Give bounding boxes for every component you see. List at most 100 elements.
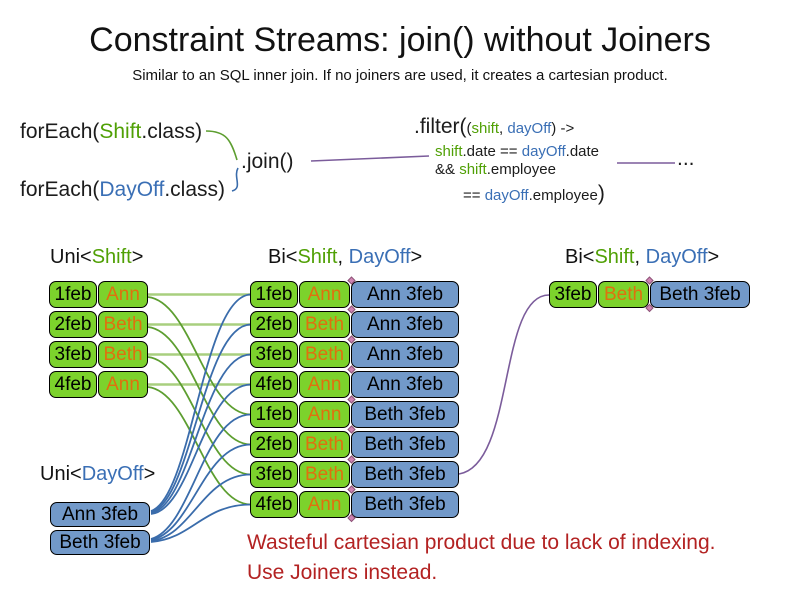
- dayoff-line: [150, 293, 252, 512]
- dayoff-line: [150, 383, 252, 515]
- code-text: .class): [141, 120, 203, 143]
- label-uni-shift: Uni<Shift>: [50, 246, 143, 269]
- pair-date-cell: 4feb: [250, 371, 298, 398]
- shift-date-cell: 1feb: [49, 281, 97, 308]
- pair-employee-cell: Beth: [299, 461, 350, 488]
- pair-dayoff-cell: Beth 3feb: [351, 401, 459, 428]
- pair-date-cell: 4feb: [250, 491, 298, 518]
- label-text: >: [707, 246, 720, 268]
- code-shift-arg: shift: [471, 120, 500, 137]
- shift-employee-cell: Beth: [98, 341, 148, 368]
- dayoff-curve-lines: [150, 293, 252, 543]
- dayoff-cell: Beth 3feb: [50, 530, 150, 555]
- pair-employee-cell: Ann: [299, 401, 350, 428]
- shift-employee-cell: Ann: [98, 371, 148, 398]
- result-dayoff-cell: Beth 3feb: [650, 281, 750, 308]
- code-filter-line2: shift.date == dayOff.date: [435, 143, 599, 160]
- result-date-cell: 3feb: [549, 281, 597, 308]
- shift-employee-cell: Ann: [98, 281, 148, 308]
- code-shift-arg: shift: [435, 143, 463, 160]
- dayoff-line: [150, 353, 252, 514]
- label-text: ,: [337, 246, 349, 268]
- join-connector-lines: [205, 130, 239, 192]
- page-title: Constraint Streams: join() without Joine…: [89, 21, 711, 59]
- pair-date-cell: 2feb: [250, 431, 298, 458]
- label-shift: Shift: [91, 246, 132, 268]
- code-filter-line1: .filter((shift, dayOff) ->: [414, 115, 574, 139]
- shift-curve-lines: [147, 296, 252, 506]
- code-foreach-shift: forEach(Shift.class): [20, 120, 202, 144]
- dayoff-line: [150, 443, 252, 541]
- pair-to-result-line: [458, 294, 550, 475]
- pair-dayoff-cell: Beth 3feb: [351, 461, 459, 488]
- dayoff-to-join-line: [231, 167, 239, 192]
- join-to-filter-line: [310, 155, 430, 162]
- pair-dayoff-cell: Ann 3feb: [351, 281, 459, 308]
- label-text: >: [131, 246, 144, 268]
- dayoff-line: [150, 473, 252, 542]
- code-filter-line4: == dayOff.employee): [463, 182, 605, 206]
- shift-straight-lines: [148, 293, 251, 386]
- pair-date-cell: 3feb: [250, 461, 298, 488]
- pair-date-cell: 1feb: [250, 401, 298, 428]
- code-text: ==: [463, 187, 485, 204]
- code-text: .date ==: [462, 143, 522, 160]
- code-dayoff-arg: dayOff: [521, 143, 566, 160]
- pair-employee-cell: Ann: [299, 491, 350, 518]
- code-dayoff-arg: dayOff: [507, 120, 552, 137]
- code-dayoff-class: DayOff: [99, 178, 165, 201]
- label-dayoff: DayOff: [348, 246, 411, 268]
- dayoff-line: [150, 413, 252, 540]
- code-text: (: [466, 120, 472, 137]
- shift-date-cell: 2feb: [49, 311, 97, 338]
- code-text: ) ->: [551, 120, 575, 137]
- label-text: Bi<: [268, 246, 298, 268]
- label-dayoff: DayOff: [81, 463, 144, 485]
- shift-date-cell: 3feb: [49, 341, 97, 368]
- pair-employee-cell: Beth: [299, 341, 350, 368]
- code-text: .employee: [486, 161, 556, 178]
- code-text: .employee: [528, 187, 598, 204]
- result-employee-cell: Beth: [598, 281, 649, 308]
- label-shift: Shift: [594, 246, 635, 268]
- code-dayoff-arg: dayOff: [484, 187, 529, 204]
- code-text: .date: [565, 143, 600, 160]
- code-text: forEach(: [20, 120, 100, 143]
- code-text: .class): [164, 178, 226, 201]
- pair-dayoff-cell: Ann 3feb: [351, 371, 459, 398]
- code-shift-class: Shift: [99, 120, 142, 143]
- code-shift-arg: shift: [459, 161, 487, 178]
- label-text: >: [410, 246, 423, 268]
- shift-line: [147, 326, 252, 446]
- code-join: .join(): [241, 150, 294, 173]
- warning-line-2: Use Joiners instead.: [247, 561, 438, 584]
- label-text: Uni<: [40, 463, 82, 485]
- dayoff-line: [150, 503, 252, 543]
- code-text: &&: [435, 161, 460, 178]
- shift-date-cell: 4feb: [49, 371, 97, 398]
- code-text: ,: [499, 120, 508, 137]
- pair-employee-cell: Beth: [299, 431, 350, 458]
- label-text: Bi<: [565, 246, 595, 268]
- pair-employee-cell: Ann: [299, 371, 350, 398]
- label-bi-middle: Bi<Shift, DayOff>: [268, 246, 422, 269]
- pair-date-cell: 2feb: [250, 311, 298, 338]
- code-filter-head: .filter(: [414, 115, 467, 138]
- label-text: ,: [634, 246, 646, 268]
- code-text: forEach(: [20, 178, 100, 201]
- code-filter-line3: && shift.employee: [435, 161, 556, 178]
- pair-employee-cell: Ann: [299, 281, 350, 308]
- code-ellipsis: ...: [677, 147, 695, 170]
- dayoff-cell: Ann 3feb: [50, 502, 150, 527]
- page-subtitle: Similar to an SQL inner join. If no join…: [132, 67, 668, 84]
- shift-line: [147, 356, 252, 476]
- pair-dayoff-cell: Beth 3feb: [351, 491, 459, 518]
- filter-connector-lines: [310, 155, 675, 475]
- label-uni-dayoff: Uni<DayOff>: [40, 463, 155, 486]
- dayoff-line: [150, 323, 252, 513]
- label-shift: Shift: [297, 246, 338, 268]
- code-foreach-dayoff: forEach(DayOff.class): [20, 178, 225, 202]
- label-bi-right: Bi<Shift, DayOff>: [565, 246, 719, 269]
